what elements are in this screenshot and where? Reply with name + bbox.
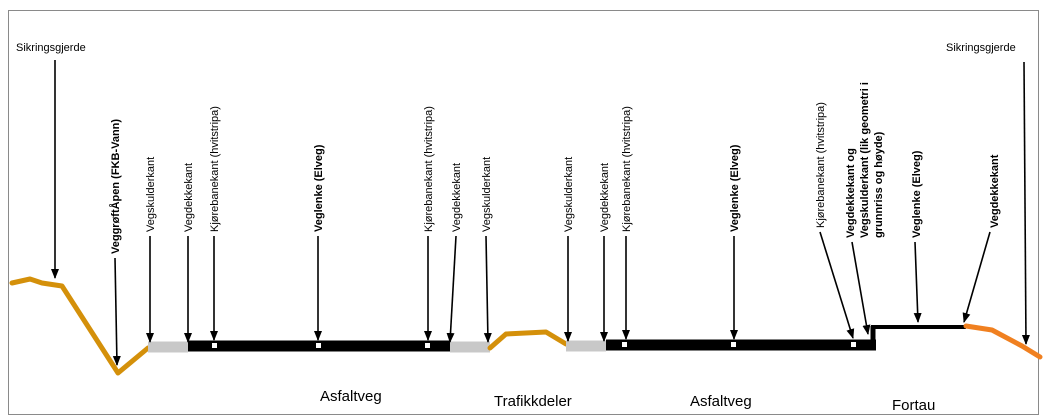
label-vegskulder-2: Vegskulderkant [481, 157, 493, 232]
left-ditch-profile [9, 276, 151, 376]
section-asfaltveg-left: Asfaltveg [320, 388, 382, 405]
arrow-veggroft [112, 257, 121, 366]
arrow-kjorebane-4 [819, 231, 855, 339]
arrow-vegdekke-4 [851, 241, 871, 335]
right-slope-profile [963, 323, 1043, 360]
label-sikring-left: Sikringsgjerde [16, 42, 86, 54]
arrows [51, 60, 1030, 366]
section-fortau: Fortau [892, 397, 935, 414]
label-vegdekke-4-line2: Vegskulderkant (lik geometri i [859, 82, 871, 238]
label-vegdekke-1: Vegdekkekant [183, 163, 195, 232]
section-asfaltveg-right: Asfaltveg [690, 393, 752, 410]
section-trafikkdeler: Trafikkdeler [494, 393, 572, 410]
label-kjorebane-2: Kjørebanekant (hvitstripa) [423, 106, 435, 232]
label-veglenke-1: Veglenke (Elveg) [313, 144, 325, 232]
arrow-vegdekke-2 [446, 235, 457, 343]
arrow-vegskulder-2 [483, 235, 492, 343]
label-vegskulder-1: Vegskulderkant [145, 157, 157, 232]
label-vegdekke-3: Vegdekkekant [599, 163, 611, 232]
label-vegdekke-5: Vegdekkekant [989, 154, 1001, 228]
label-veglenke-2: Veglenke (Elveg) [729, 144, 741, 232]
label-vegdekke-2: Vegdekkekant [451, 163, 463, 232]
label-kjorebane-3: Kjørebanekant (hvitstripa) [621, 106, 633, 232]
label-veggroft: VeggrøftÅpen (FKB-Vann) [109, 119, 122, 254]
label-veglenke-3: Veglenke (Elveg) [911, 150, 923, 238]
arrow-vegdekke-5 [962, 231, 991, 323]
label-kjorebane-4: Kjørebanekant (hvitstripa) [815, 102, 827, 228]
label-sikring-right: Sikringsgjerde [946, 42, 1016, 54]
traffic-divider-profile [487, 329, 569, 351]
label-vegdekke-4-line1: Vegdekkekant og [845, 148, 857, 238]
arrow-sikring-right [1021, 61, 1030, 345]
label-vegskulder-3: Vegskulderkant [563, 157, 575, 232]
label-kjorebane-1: Kjørebanekant (hvitstripa) [209, 106, 221, 232]
arrow-veglenke-3 [913, 241, 922, 323]
diagram-frame [8, 10, 1039, 415]
label-vegdekke-4-line3: grunnriss og høyde) [873, 131, 885, 238]
